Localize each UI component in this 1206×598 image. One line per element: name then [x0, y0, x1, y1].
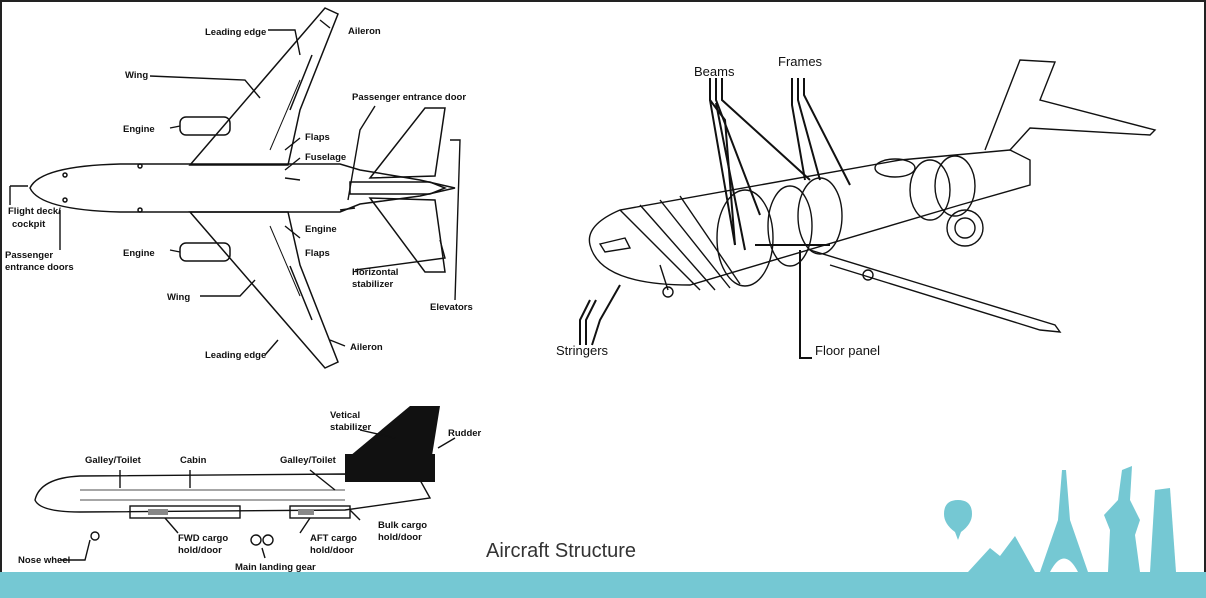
h-stab-bottom [368, 197, 446, 273]
top-view-labels: Leading edge Aileron Wing Passenger entr… [5, 26, 473, 361]
label-galley-left: Galley/Toilet [85, 455, 142, 466]
h-stab-top [368, 107, 446, 179]
label-passenger-doors-1: Passenger [5, 250, 53, 261]
iso-wing [809, 249, 1062, 333]
tail-engine-shape [345, 454, 435, 482]
vertical-stabilizer [350, 406, 440, 468]
mountains-icon [968, 536, 1035, 572]
label-stringers: Stringers [556, 343, 609, 358]
side-view-labels: Vetical stabilizer Rudder Galley/Toilet … [18, 410, 482, 573]
label-engine-tail: Engine [305, 224, 337, 235]
label-fwd-cargo-1: FWD cargo [178, 533, 228, 544]
label-beams: Beams [694, 64, 735, 79]
bottom-wing [188, 211, 339, 369]
side-fuselage [34, 473, 432, 513]
label-engine-top: Engine [123, 124, 155, 135]
label-fwd-cargo-2: hold/door [178, 545, 222, 556]
fuselage-outline [29, 163, 456, 213]
label-bulk-cargo-2: hold/door [378, 532, 422, 543]
slide-title: Aircraft Structure [486, 540, 637, 562]
label-floor-panel: Floor panel [815, 343, 880, 358]
label-flight-deck-1: Flight deck/ [8, 206, 61, 217]
label-leading-edge-top: Leading edge [205, 27, 266, 38]
label-frames: Frames [778, 54, 823, 69]
label-flaps-top: Flaps [305, 132, 330, 143]
label-main-gear: Main landing gear [235, 562, 316, 573]
eiffel-tower-icon [1040, 470, 1088, 572]
label-passenger-doors-2: entrance doors [5, 262, 74, 273]
label-rudder: Rudder [448, 428, 482, 439]
label-fuselage: Fuselage [305, 152, 346, 163]
label-engine-bottom: Engine [123, 248, 155, 259]
label-aileron-bottom: Aileron [350, 342, 383, 353]
label-aft-cargo-2: hold/door [310, 545, 354, 556]
label-wing-top: Wing [125, 70, 148, 81]
label-bulk-cargo-1: Bulk cargo [378, 520, 427, 531]
label-leading-edge-bottom: Leading edge [205, 350, 266, 361]
top-wing [188, 7, 339, 166]
iso-tail [984, 59, 1157, 151]
label-cabin: Cabin [180, 455, 207, 466]
label-horizontal-stab-2: stabilizer [352, 279, 393, 290]
label-passenger-door: Passenger entrance door [352, 92, 466, 103]
label-vertical-stab-2: stabilizer [330, 422, 371, 433]
iso-labels: Beams Frames Stringers Floor panel [556, 54, 880, 358]
label-flaps-bottom: Flaps [305, 248, 330, 259]
label-flight-deck-2: cockpit [12, 219, 46, 230]
iso-fuselage [588, 149, 1031, 286]
statue-of-liberty-icon [1104, 466, 1140, 572]
label-horizontal-stab-1: Horizontal [352, 267, 398, 278]
label-elevators: Elevators [430, 302, 473, 313]
label-vertical-stab-1: Vetical [330, 410, 360, 421]
label-nose-wheel: Nose wheel [18, 555, 70, 566]
label-aileron-top: Aileron [348, 26, 381, 37]
label-aft-cargo-1: AFT cargo [310, 533, 357, 544]
label-galley-right: Galley/Toilet [280, 455, 337, 466]
leaning-tower-icon [1150, 488, 1176, 572]
balloon-icon [944, 500, 972, 540]
bottom-band [0, 572, 1206, 598]
label-wing-bottom: Wing [167, 292, 190, 303]
